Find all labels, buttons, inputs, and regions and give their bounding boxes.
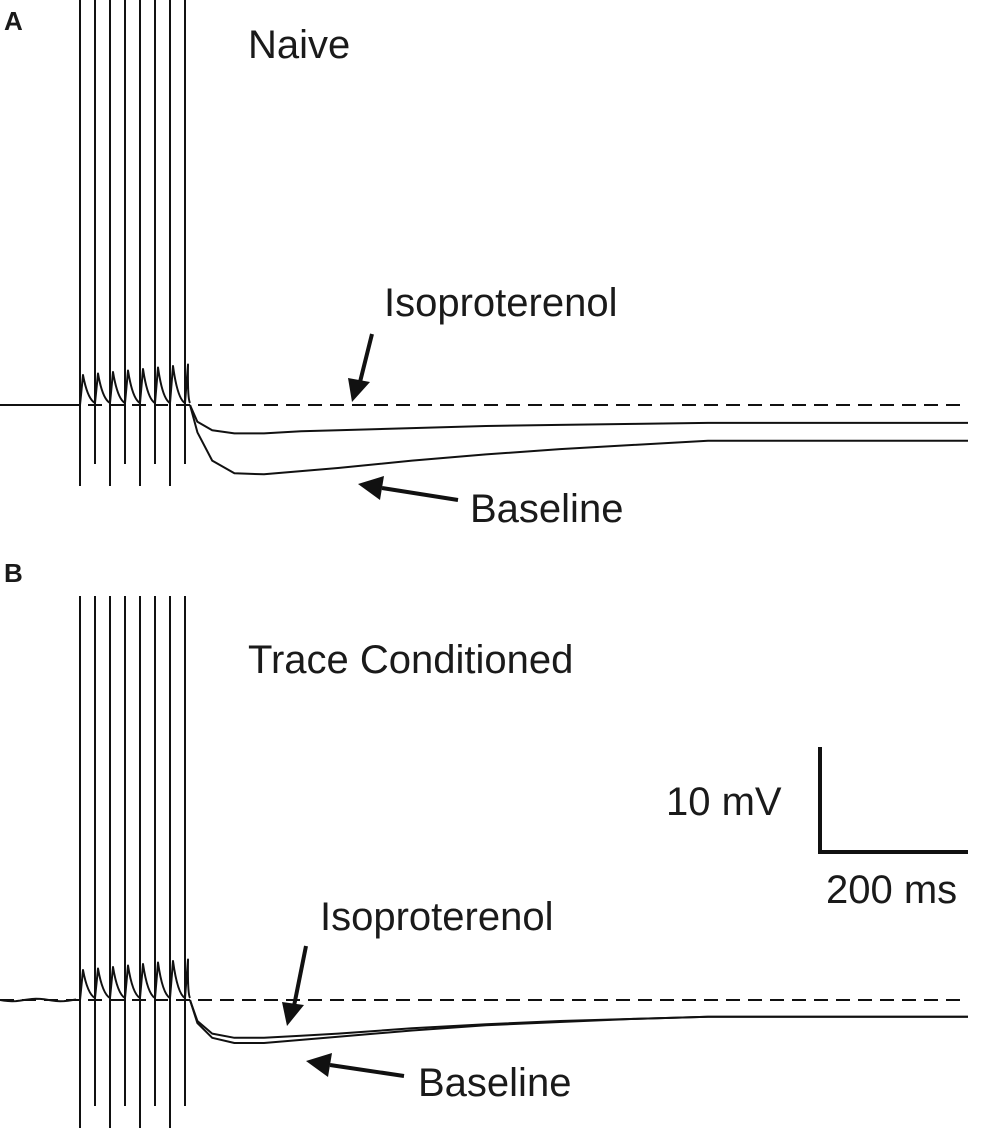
- panel-a-isoproterenol-trace: [189, 404, 968, 435]
- scale-bar-time-label: 200 ms: [826, 868, 957, 912]
- scale-bar-lines: [818, 747, 968, 854]
- panel-b-letter: B: [4, 558, 23, 588]
- panel-b-baseline-label: Baseline: [418, 1061, 571, 1105]
- panel-b-isoproterenol-arrowhead: [282, 1002, 304, 1026]
- panel-a-isoproterenol-arrowhead: [348, 378, 370, 402]
- scale-bar: 10 mV 200 ms: [666, 747, 968, 912]
- panel-b-spikes: [79, 596, 186, 1128]
- panel-b-isoproterenol-trace: [189, 999, 968, 1039]
- panel-b-baseline-arrowhead: [306, 1053, 332, 1077]
- panel-a-baseline-arrowhead: [358, 476, 384, 500]
- panel-b-isoproterenol-label: Isoproterenol: [320, 895, 553, 939]
- panel-a-isoproterenol-label: Isoproterenol: [384, 281, 617, 325]
- panel-a-baseline-label: Baseline: [470, 487, 623, 531]
- panel-a-letter: A: [4, 6, 23, 36]
- panel-a-isoproterenol-arrow: [358, 333, 374, 383]
- panel-b: B Trace Conditioned Isoproterenol Baseli…: [0, 558, 968, 1128]
- panel-b-prestim-trace: [0, 997, 77, 1003]
- panel-b-isoproterenol-arrow: [292, 945, 308, 1007]
- panel-a-baseline-trace: [189, 404, 968, 476]
- panel-b-burst-trace: [79, 958, 191, 1001]
- panel-a: A Naive Isoproterenol Baseline: [0, 0, 968, 531]
- panel-a-title: Naive: [248, 23, 350, 67]
- panel-a-spikes: [79, 0, 186, 486]
- scale-bar-voltage-label: 10 mV: [666, 780, 782, 824]
- panel-b-baseline-arrow: [329, 1063, 405, 1078]
- panel-b-title: Trace Conditioned: [248, 638, 573, 682]
- panel-a-baseline-arrow: [381, 486, 459, 502]
- panel-b-baseline-trace: [189, 999, 968, 1044]
- panel-a-burst-trace: [79, 363, 191, 406]
